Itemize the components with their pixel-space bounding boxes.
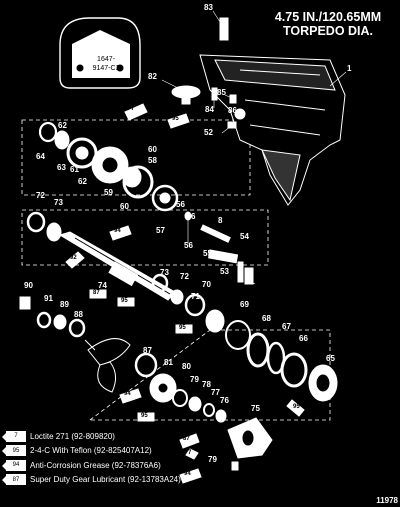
callout-81: 81 <box>164 358 173 367</box>
callout-72-upper: 72 <box>36 191 45 200</box>
legend-tag: 7 <box>2 430 26 442</box>
callout-79-upper: 79 <box>190 375 199 384</box>
tag-label: 87 <box>183 436 190 442</box>
callout-89: 89 <box>60 300 69 309</box>
tag-label: 7 <box>188 450 192 456</box>
prop-hardware <box>19 296 86 338</box>
tag-label: 94 <box>124 391 131 397</box>
callout-68: 68 <box>262 314 271 323</box>
callout-59: 59 <box>104 188 113 197</box>
callout-1: 1 <box>347 64 352 73</box>
legend-tag: 95 <box>2 445 26 457</box>
callout-52: 52 <box>204 128 213 137</box>
legend-text: Super Duty Gear Lubricant (92-13783A24) <box>30 475 181 485</box>
callout-51: 51 <box>246 277 255 286</box>
callout-79-lower: 79 <box>208 455 217 464</box>
inset-detail <box>59 17 141 89</box>
bearing-carrier-rings <box>246 332 338 402</box>
legend-row: 95 2-4-C With Teflon (92-825407A12) <box>2 444 266 459</box>
callout-88: 88 <box>74 310 83 319</box>
shift-components <box>200 224 254 285</box>
tag-label: 95 <box>121 298 128 304</box>
propeller <box>84 338 131 393</box>
callout-73-upper: 73 <box>54 198 63 207</box>
tag-label: 95 <box>141 413 148 419</box>
drive-gear-stack-lower <box>134 352 273 471</box>
callout-54: 54 <box>240 232 249 241</box>
callout-56-upper: 56 <box>176 200 185 209</box>
callout-74: 74 <box>98 281 107 290</box>
callout-75: 75 <box>251 404 260 413</box>
callout-85: 85 <box>217 88 226 97</box>
callout-58: 58 <box>148 156 157 165</box>
callout-67: 67 <box>282 322 291 331</box>
callout-87: 87 <box>143 346 152 355</box>
callout-55: 55 <box>203 249 212 258</box>
callout-73-lower: 73 <box>160 268 169 277</box>
callout-64: 64 <box>36 152 45 161</box>
tag-label: 92 <box>70 255 77 261</box>
legend-text: 2-4-C With Teflon (92-825407A12) <box>30 446 152 456</box>
lubricant-legend: 7 Loctite 271 (92-809820) 95 2-4-C With … <box>2 429 266 488</box>
legend-row: 7 Loctite 271 (92-809820) <box>2 429 266 444</box>
callout-72-lower: 72 <box>180 272 189 281</box>
tag-label: 94 <box>184 471 191 477</box>
tag-label: 95 <box>172 116 179 122</box>
callout-57: 57 <box>156 226 165 235</box>
inset-part-number-line2: 9147-C1 <box>92 65 120 72</box>
callout-60-lower: 60 <box>120 202 129 211</box>
inset-part-number: 1647- 9147-C1 <box>86 55 126 73</box>
top-hardware <box>171 17 246 129</box>
callout-91: 91 <box>44 294 53 303</box>
callout-90: 90 <box>24 281 33 290</box>
leader-lines <box>161 10 347 244</box>
callout-82: 82 <box>148 72 157 81</box>
dashed-group-outlines <box>21 119 331 421</box>
legend-row: 87 Super Duty Gear Lubricant (92-13783A2… <box>2 473 266 488</box>
callout-63: 63 <box>57 163 66 172</box>
drive-gear-stack-upper <box>26 121 192 242</box>
callout-77: 77 <box>211 388 220 397</box>
tag-label: 94 <box>114 228 121 234</box>
tag-label: 7 <box>131 106 135 112</box>
gear-housing <box>199 54 346 206</box>
callout-62-lower: 62 <box>78 177 87 186</box>
callout-53: 53 <box>220 267 229 276</box>
tag-label: 95 <box>293 404 300 410</box>
figure-number: 11978 <box>376 496 398 505</box>
legend-tag: 94 <box>2 459 26 471</box>
inset-part-number-line1: 1647- <box>97 56 115 63</box>
legend-text: Loctite 271 (92-809820) <box>30 431 115 441</box>
callout-80: 80 <box>182 362 191 371</box>
callout-83: 83 <box>204 3 213 12</box>
header-torpedo-diameter: 4.75 IN./120.65MM <box>274 10 382 24</box>
header-torpedo-label: TORPEDO DIA. <box>282 24 374 38</box>
callout-71: 71 <box>191 292 200 301</box>
callout-76: 76 <box>220 396 229 405</box>
callout-69: 69 <box>240 300 249 309</box>
mid-bearings <box>151 273 251 350</box>
callout-61: 61 <box>70 165 79 174</box>
callout-60-upper: 60 <box>148 145 157 154</box>
callout-65: 65 <box>326 354 335 363</box>
callout-66: 66 <box>299 334 308 343</box>
callout-78: 78 <box>202 380 211 389</box>
callout-84: 84 <box>205 105 214 114</box>
lubricant-tags <box>65 103 305 484</box>
legend-text: Anti-Corrosion Grease (92-78376A6) <box>30 460 161 470</box>
callout-70: 70 <box>202 280 211 289</box>
legend-tag: 87 <box>2 474 26 486</box>
callout-62-upper: 62 <box>58 121 67 130</box>
callout-86: 86 <box>228 106 237 115</box>
tag-label: 95 <box>179 325 186 331</box>
callout-6: 6 <box>191 212 196 221</box>
callout-8: 8 <box>218 216 223 225</box>
legend-row: 94 Anti-Corrosion Grease (92-78376A6) <box>2 458 266 473</box>
callout-56-lower: 56 <box>184 241 193 250</box>
tag-label: 87 <box>93 290 100 296</box>
